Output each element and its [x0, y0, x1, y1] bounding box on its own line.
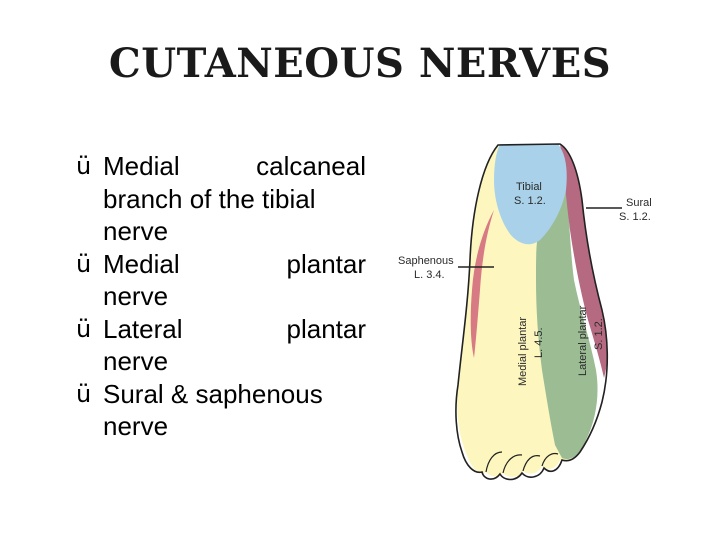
toe-lines — [485, 451, 559, 474]
checkmark-icon: ü — [76, 249, 92, 278]
saphenous-segments-label: L. 3.4. — [414, 269, 445, 281]
bullet-item-medial-calcaneal: ü Medial calcaneal branch of the tibial … — [76, 150, 366, 248]
bullet-text: branch of the tibial — [103, 183, 316, 214]
bullet-text: Medial — [103, 151, 180, 181]
lateral-plantar-label: Lateral plantar — [577, 305, 589, 376]
sural-label: Sural — [626, 197, 652, 209]
bullet-text: calcaneal — [256, 151, 366, 181]
medial-plantar-label: Medial plantar — [517, 317, 529, 386]
bullet-text: Sural & saphenous — [103, 378, 323, 409]
bullet-text: nerve — [103, 216, 169, 246]
sural-segments-label: S. 1.2. — [619, 211, 651, 223]
checkmark-icon: ü — [76, 379, 92, 408]
sural-region — [560, 144, 608, 378]
bullet-text: nerve — [103, 346, 169, 376]
checkmark-icon: ü — [76, 152, 92, 180]
tibial-segments-label: S. 1.2. — [514, 195, 546, 207]
bullet-text: Lateral — [103, 313, 183, 344]
bullet-text: nerve — [103, 411, 169, 441]
bullet-list: ü Medial calcaneal branch of the tibial … — [76, 150, 366, 443]
slide-title: CUTANEOUS NERVES — [108, 40, 612, 87]
bullet-item-medial-plantar: ü Medial plantar nerve — [76, 248, 366, 313]
medial-plantar-segments-label: L. 4.5. — [533, 327, 545, 358]
saphenous-label: Saphenous — [398, 255, 454, 267]
tibial-label: Tibial — [516, 181, 542, 193]
bullet-item-sural-saphenous: ü Sural & saphenous nerve — [76, 378, 366, 443]
lateral-plantar-region — [536, 192, 598, 460]
bullet-text: nerve — [103, 281, 169, 311]
foot-outline — [455, 143, 609, 481]
bullet-text: plantar — [286, 248, 367, 279]
foot-dermatome-figure: Tibial S. 1.2. Sural S. 1.2. Saphenous L… — [390, 140, 680, 485]
lateral-plantar-segments-label: S. 1.2. — [593, 318, 605, 350]
bullet-item-lateral-plantar: ü Lateral plantar nerve — [76, 313, 366, 378]
bullet-text: plantar — [286, 313, 367, 344]
bullet-text: Medial — [103, 248, 180, 279]
saphenous-region — [470, 210, 494, 358]
checkmark-icon: ü — [76, 314, 92, 343]
tibial-region — [494, 144, 567, 245]
foot-diagram: Tibial S. 1.2. Sural S. 1.2. Saphenous L… — [398, 143, 652, 481]
